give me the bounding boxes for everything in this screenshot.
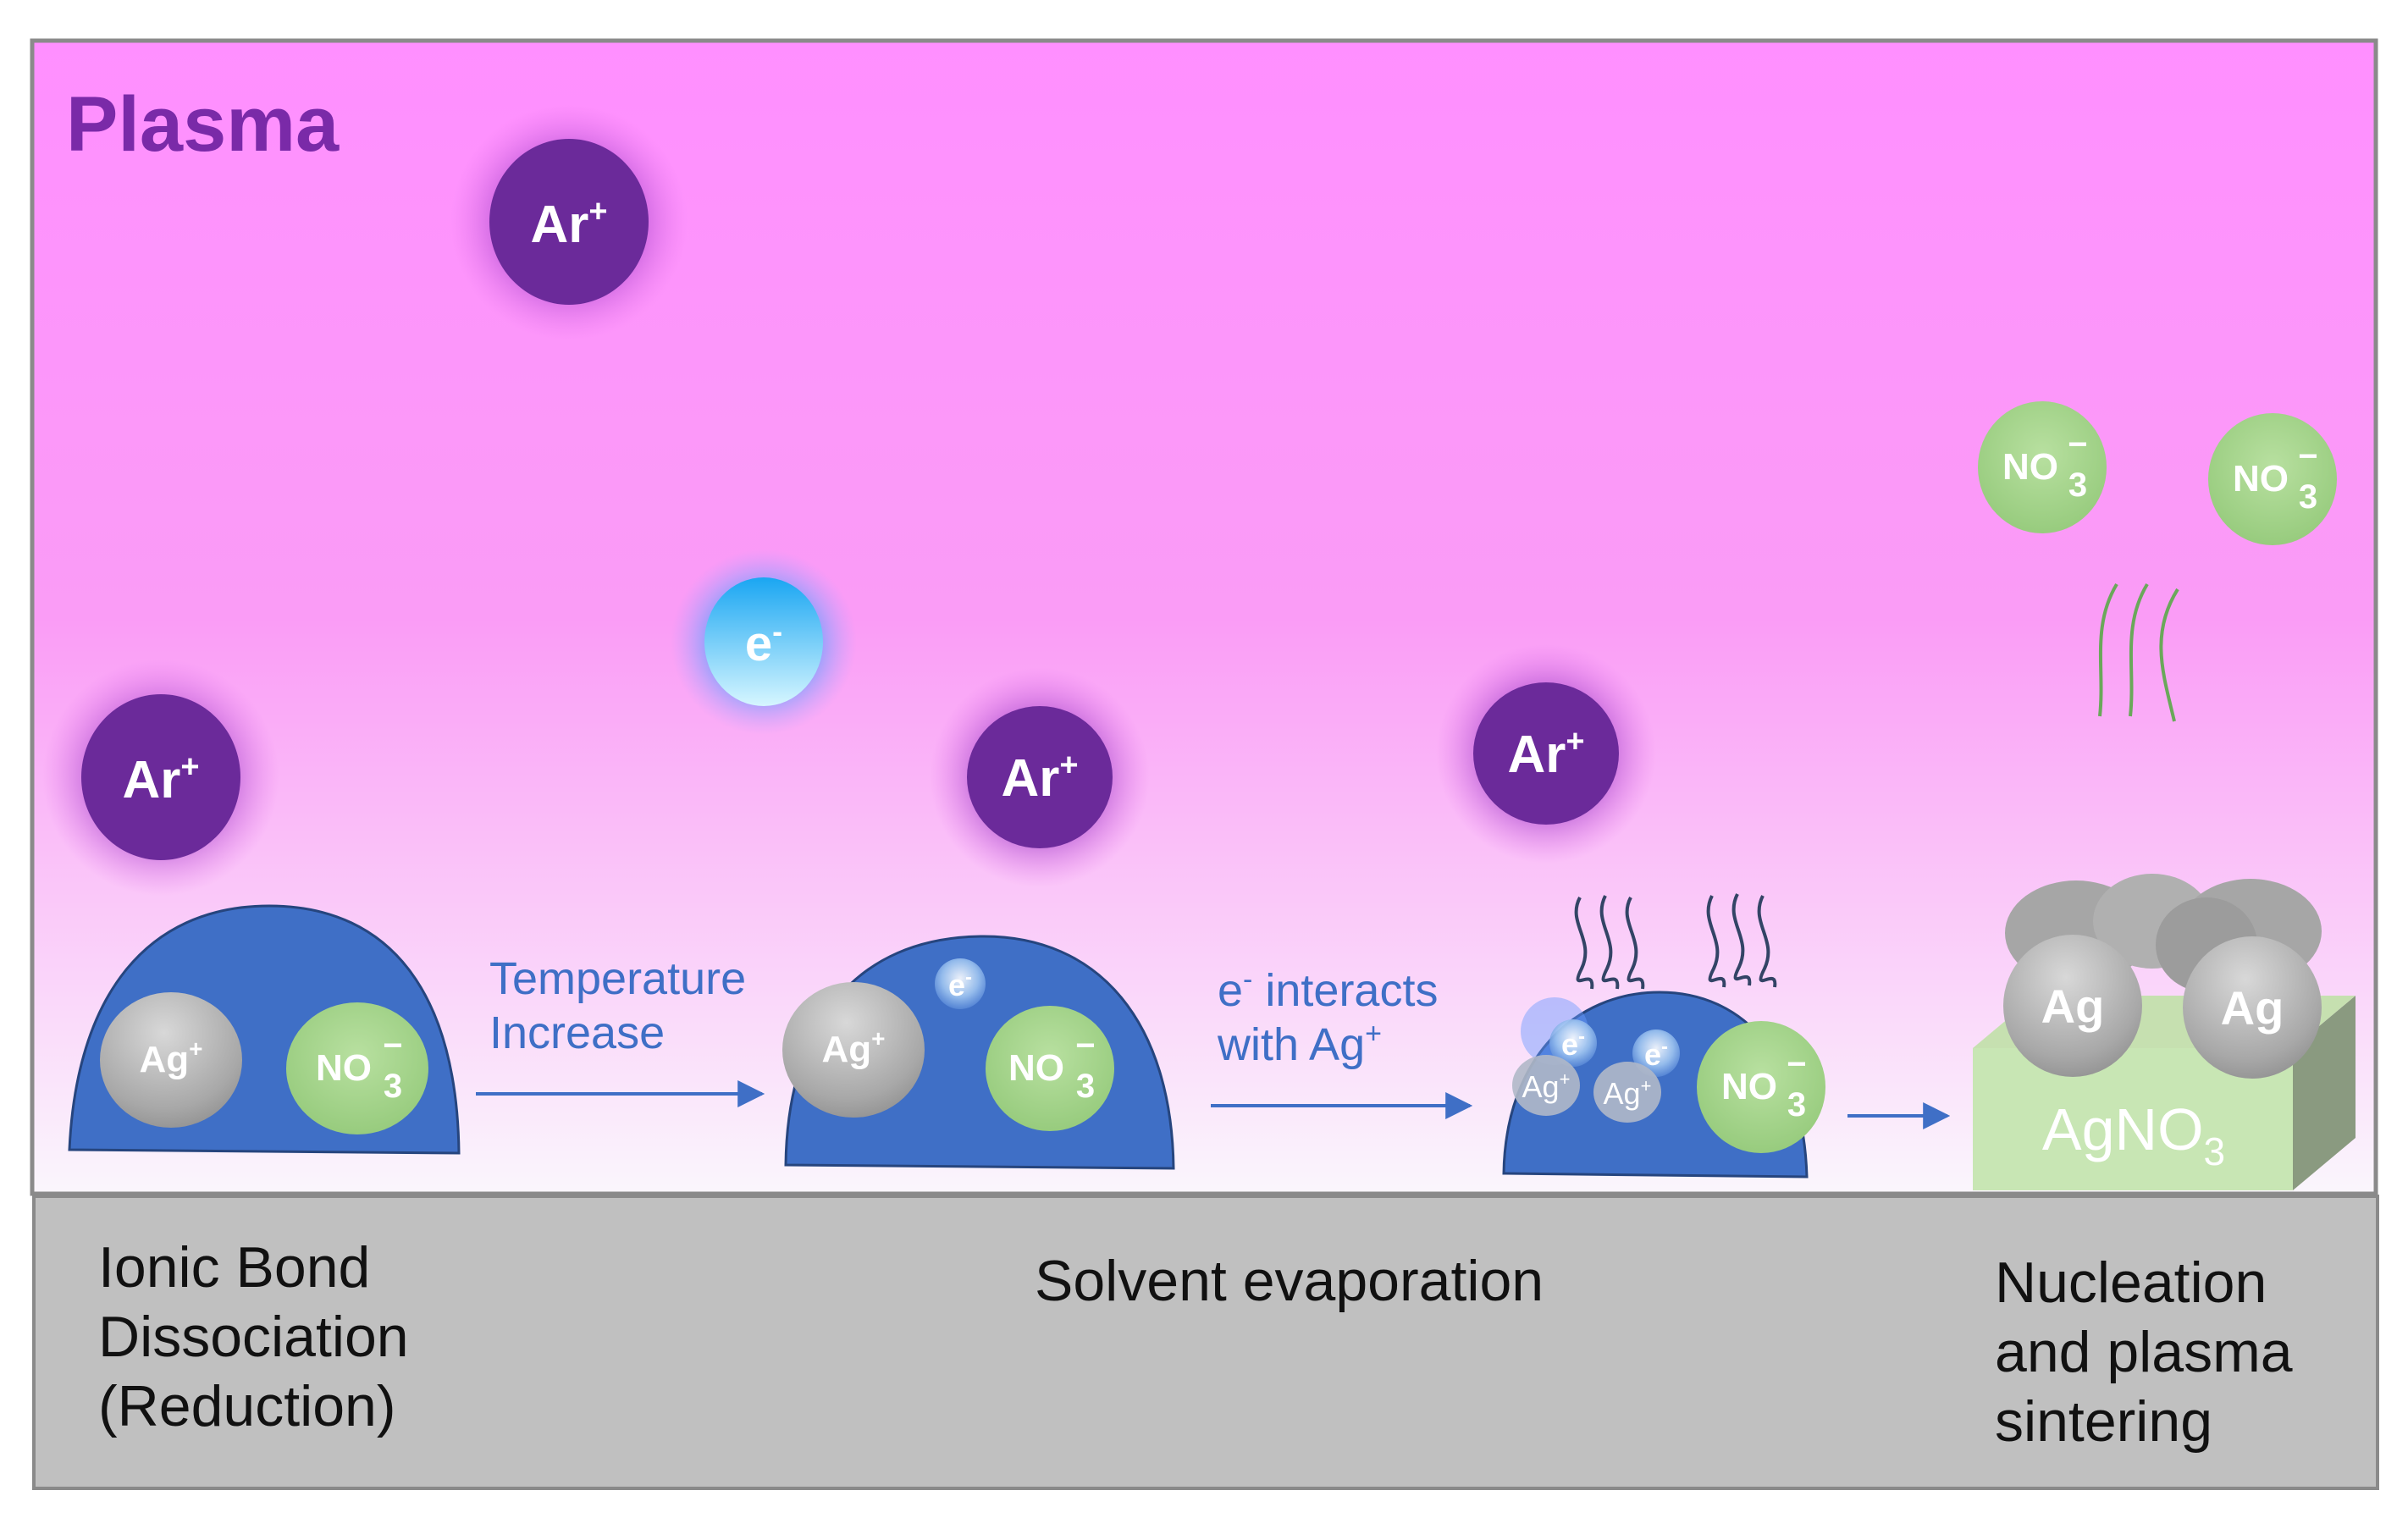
nitrate-ion: NO 3 − [2208, 413, 2337, 545]
svg-text:Ar+: Ar+ [1507, 724, 1584, 784]
svg-text:Dissociation: Dissociation [98, 1305, 409, 1369]
silver-ion: Ag+ [100, 992, 242, 1128]
arrow-label: with Ag+ [1217, 1018, 1382, 1070]
crystal-label: AgNO3 [2042, 1096, 2225, 1173]
plasma-title: Plasma [66, 81, 340, 168]
svg-text:Ionic Bond: Ionic Bond [98, 1235, 370, 1300]
nitrate-ion: NO 3 − [1697, 1021, 1825, 1153]
svg-text:NO: NO [2002, 446, 2058, 488]
argon-ion: Ar+ [450, 103, 688, 340]
bound-electron: e- [935, 958, 986, 1009]
svg-text:3: 3 [2068, 466, 2087, 504]
svg-text:Ar+: Ar+ [1001, 748, 1078, 808]
argon-ion: Ar+ [42, 659, 279, 896]
svg-text:−: − [1075, 1027, 1095, 1064]
droplet-stage-2: e- Ag+ NO 3 − [782, 935, 1175, 1170]
arrow-label: Increase [489, 1007, 665, 1058]
nitrate-ion: NO 3 − [1978, 401, 2107, 533]
svg-text:(Reduction): (Reduction) [98, 1374, 396, 1438]
silver-ion: Ag+ [782, 982, 925, 1118]
droplet-stage-1: Ag+ NO 3 − [68, 904, 461, 1155]
svg-text:−: − [2068, 426, 2087, 463]
arrow-label: e- interacts [1218, 963, 1438, 1016]
stage-label-solvent-evaporation: Solvent evaporation [1035, 1249, 1544, 1313]
svg-text:Solvent evaporation: Solvent evaporation [1035, 1249, 1544, 1313]
svg-text:NO: NO [1721, 1066, 1777, 1107]
svg-text:NO: NO [316, 1047, 372, 1089]
svg-text:e-: e- [948, 966, 972, 1002]
svg-text:3: 3 [384, 1068, 402, 1105]
free-electron: e- [671, 549, 857, 735]
stage-label-ionic-bond: Ionic Bond Dissociation (Reduction) [98, 1235, 409, 1438]
svg-text:e-: e- [745, 614, 782, 671]
nucleation-crystal: AgNO3 Ag Ag [1973, 874, 2356, 1190]
svg-text:Ag: Ag [2221, 981, 2284, 1035]
svg-text:−: − [1787, 1046, 1806, 1083]
svg-text:Ar+: Ar+ [530, 194, 607, 254]
svg-text:−: − [2298, 438, 2317, 475]
bound-electron: e- [1632, 1029, 1680, 1077]
arrow-electron-interaction: e- interacts with Ag+ [1211, 963, 1473, 1119]
argon-ion: Ar+ [930, 667, 1150, 887]
silver-ion: Ag+ [1593, 1062, 1661, 1123]
svg-text:NO: NO [1008, 1047, 1064, 1089]
vapor-lines [1574, 893, 1777, 990]
stage-label-band [32, 1195, 2379, 1490]
svg-text:Ag+: Ag+ [1522, 1068, 1571, 1104]
svg-text:3: 3 [1076, 1068, 1095, 1105]
svg-text:e-: e- [1644, 1035, 1668, 1072]
svg-text:and plasma: and plasma [1995, 1320, 2293, 1384]
arrow-temperature-increase: Temperature Increase [476, 953, 765, 1107]
droplet-stage-3: e- e- Ag+ Ag+ NO 3 − [1502, 893, 1825, 1179]
bound-electron: e- [1549, 1019, 1597, 1067]
silver-atom: Ag [2183, 936, 2322, 1079]
svg-text:Ag+: Ag+ [139, 1035, 202, 1080]
stage-label-nucleation: Nucleation and plasma sintering [1995, 1250, 2293, 1454]
svg-text:Ag+: Ag+ [1604, 1075, 1652, 1111]
svg-text:3: 3 [1787, 1086, 1806, 1123]
svg-text:Ag+: Ag+ [821, 1025, 885, 1070]
svg-text:sintering: sintering [1995, 1389, 2212, 1454]
vapor-lines [2098, 582, 2179, 722]
arrow-label: Temperature [489, 953, 746, 1004]
svg-text:Nucleation: Nucleation [1995, 1250, 2267, 1315]
svg-text:−: − [383, 1027, 402, 1064]
svg-text:Ag: Ag [2041, 980, 2105, 1033]
svg-text:e-: e- [1561, 1025, 1585, 1062]
svg-text:3: 3 [2299, 478, 2317, 516]
svg-text:NO: NO [2233, 458, 2289, 500]
silver-atom: Ag [2003, 935, 2142, 1077]
nitrate-ion: NO 3 − [986, 1006, 1114, 1131]
svg-text:Ar+: Ar+ [122, 749, 199, 809]
argon-ion: Ar+ [1436, 643, 1656, 864]
nitrate-ion: NO 3 − [286, 1002, 428, 1134]
silver-ion: Ag+ [1512, 1055, 1580, 1116]
